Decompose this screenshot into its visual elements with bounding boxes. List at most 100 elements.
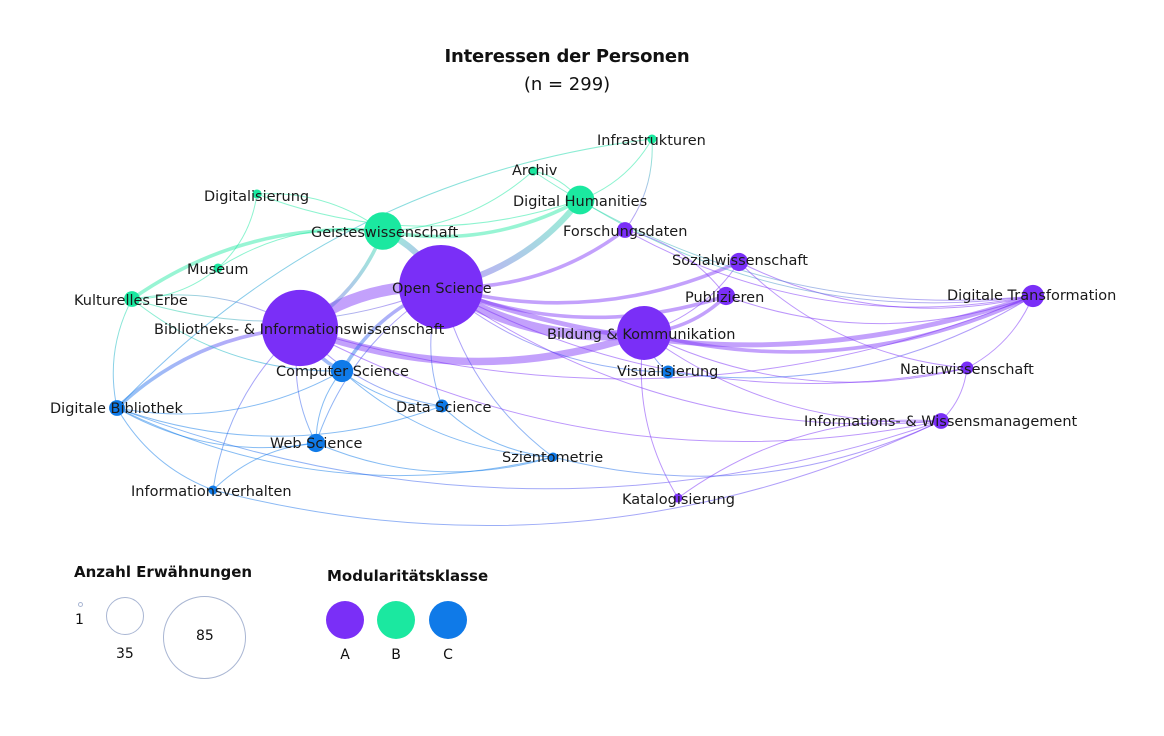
node-informationsverhalten[interactable] bbox=[208, 485, 218, 495]
node-sozialwissenschaft[interactable] bbox=[729, 252, 749, 272]
edge-computer-science-szientometrie bbox=[341, 370, 554, 458]
edge-geisteswissenschaft-digital-humanities bbox=[382, 198, 581, 239]
edge-digitale-bibliothek-computer-science bbox=[116, 370, 343, 415]
node-label-digitalisierung: Digitalisierung bbox=[204, 189, 309, 205]
node-katalogisierung[interactable] bbox=[673, 493, 683, 503]
node-infrastrukturen[interactable] bbox=[647, 134, 657, 144]
node-digitale-transformation[interactable] bbox=[1021, 284, 1045, 308]
edge-geisteswissenschaft-kulturelles-erbe bbox=[130, 227, 384, 301]
node-label-digital-humanities: Digital Humanities bbox=[513, 194, 647, 210]
edge-web-science-szientometrie bbox=[315, 442, 554, 473]
edge-museum-digitalisierung bbox=[217, 193, 258, 269]
node-label-bildung: Bildung & Kommunikation bbox=[547, 327, 735, 343]
node-kulturelles-erbe[interactable] bbox=[124, 291, 140, 307]
node-digitalisierung[interactable] bbox=[252, 189, 262, 199]
node-label-informationsverhalten: Informationsverhalten bbox=[131, 484, 292, 500]
edge-open-science-naturwissenschaft bbox=[440, 286, 968, 384]
node-forschungsdaten[interactable] bbox=[617, 222, 633, 238]
node-label-informations-wissensmanagement: Informations- & Wissensmanagement bbox=[804, 414, 1078, 430]
node-label-digitale-bibliothek: Digitale Bibliothek bbox=[50, 401, 183, 417]
node-label-archiv: Archiv bbox=[512, 163, 558, 179]
edge-open-science-informations-wissensmanagement bbox=[440, 286, 942, 425]
edge-digitalisierung-digital-humanities bbox=[256, 193, 581, 227]
node-label-web-science: Web Science bbox=[270, 436, 363, 452]
class-legend-label-a: A bbox=[340, 647, 350, 663]
edge-informations-wissensmanagement-katalogisierung bbox=[677, 419, 942, 499]
edge-digital-humanities-digitale-transformation bbox=[579, 199, 1034, 304]
edge-bildung-informations-wissensmanagement bbox=[643, 332, 942, 423]
edge-geisteswissenschaft-archiv bbox=[382, 170, 534, 232]
node-szientometrie[interactable] bbox=[548, 452, 558, 462]
node-label-computer-science: Computer Science bbox=[276, 364, 409, 380]
size-legend-circle-medium bbox=[106, 597, 144, 635]
node-label-sozialwissenschaft: Sozialwissenschaft bbox=[672, 253, 808, 269]
edge-szientometrie-informations-wissensmanagement bbox=[552, 420, 942, 477]
node-label-infrastrukturen: Infrastrukturen bbox=[597, 133, 706, 149]
node-informations-wissensmanagement[interactable] bbox=[933, 413, 949, 429]
edge-forschungsdaten-infrastrukturen bbox=[624, 138, 653, 231]
node-label-naturwissenschaft: Naturwissenschaft bbox=[900, 362, 1034, 378]
class-legend-dot-b bbox=[377, 601, 415, 639]
node-naturwissenschaft[interactable] bbox=[960, 361, 974, 375]
node-archiv[interactable] bbox=[528, 166, 538, 176]
node-label-open-science: Open Science bbox=[392, 281, 492, 297]
edge-bildung-digitale-transformation bbox=[643, 294, 1034, 354]
size-legend-circle-small bbox=[78, 602, 83, 607]
edge-data-science-szientometrie bbox=[441, 405, 554, 458]
node-bibliotheks[interactable] bbox=[261, 289, 339, 367]
edge-kulturelles-erbe-digitale-bibliothek bbox=[112, 298, 133, 409]
node-label-geisteswissenschaft: Geisteswissenschaft bbox=[311, 225, 458, 241]
edge-publizieren-forschungsdaten bbox=[624, 229, 727, 297]
class-legend-label-b: B bbox=[391, 647, 401, 663]
edge-computer-science-data-science bbox=[341, 370, 443, 407]
size-legend-value-large: 85 bbox=[196, 628, 214, 644]
node-bildung[interactable] bbox=[617, 306, 671, 360]
edge-informationsverhalten-informations-wissensmanagement bbox=[212, 420, 942, 527]
edge-forschungsdaten-digitale-transformation bbox=[624, 229, 1034, 308]
node-label-visualisierung: Visualisierung bbox=[617, 364, 718, 380]
node-label-bibliotheks: Bibliotheks- & Informationswissenschaft bbox=[154, 322, 445, 338]
node-data-science[interactable] bbox=[435, 399, 449, 413]
node-digital-humanities[interactable] bbox=[565, 185, 595, 215]
edge-sozialwissenschaft-naturwissenschaft bbox=[738, 261, 968, 369]
edge-open-science-digitale-transformation bbox=[440, 284, 1034, 348]
edge-digitale-bibliothek-web-science bbox=[116, 407, 317, 449]
node-computer-science[interactable] bbox=[330, 359, 354, 383]
node-museum[interactable] bbox=[213, 263, 223, 273]
chart-title: Interessen der Personen bbox=[444, 46, 690, 67]
node-web-science[interactable] bbox=[306, 433, 326, 453]
size-legend-value-medium: 35 bbox=[116, 646, 134, 662]
edge-kulturelles-erbe-museum bbox=[131, 267, 219, 300]
node-label-forschungsdaten: Forschungsdaten bbox=[563, 224, 687, 240]
edge-bibliotheks-informations-wissensmanagement bbox=[299, 327, 942, 443]
node-layer bbox=[109, 134, 1045, 503]
size-legend-circle-large bbox=[163, 596, 246, 679]
node-visualisierung[interactable] bbox=[661, 365, 675, 379]
edge-digitale-bibliothek-informationsverhalten bbox=[116, 407, 214, 491]
chart-subtitle: (n = 299) bbox=[523, 74, 611, 95]
node-label-data-science: Data Science bbox=[396, 400, 492, 416]
edge-digitale-bibliothek-szientometrie bbox=[116, 407, 554, 477]
node-digitale-bibliothek[interactable] bbox=[109, 400, 125, 416]
node-label-publizieren: Publizieren bbox=[685, 290, 764, 306]
node-open-science[interactable] bbox=[399, 245, 483, 329]
class-legend-label-c: C bbox=[443, 647, 453, 663]
edge-visualisierung-digitale-transformation bbox=[667, 295, 1034, 379]
node-publizieren[interactable] bbox=[716, 286, 736, 306]
node-label-kulturelles-erbe: Kulturelles Erbe bbox=[74, 293, 188, 309]
edge-geisteswissenschaft-museum bbox=[217, 228, 384, 269]
node-geisteswissenschaft[interactable] bbox=[364, 212, 402, 250]
class-legend-dot-a bbox=[326, 601, 364, 639]
edge-bibliotheks-bildung bbox=[298, 324, 646, 366]
class-legend-title: Modularitätsklasse bbox=[327, 567, 489, 585]
node-label-katalogisierung: Katalogisierung bbox=[622, 492, 735, 508]
node-label-szientometrie: Szientometrie bbox=[502, 450, 603, 466]
edge-digitale-bibliothek-informations-wissensmanagement bbox=[116, 407, 942, 490]
node-label-museum: Museum bbox=[187, 262, 249, 278]
class-legend-dot-c bbox=[429, 601, 467, 639]
edge-infrastrukturen-digitale-bibliothek bbox=[116, 138, 653, 409]
edge-publizieren-digitale-transformation bbox=[725, 295, 1034, 325]
size-legend-value-small: 1 bbox=[75, 612, 84, 628]
